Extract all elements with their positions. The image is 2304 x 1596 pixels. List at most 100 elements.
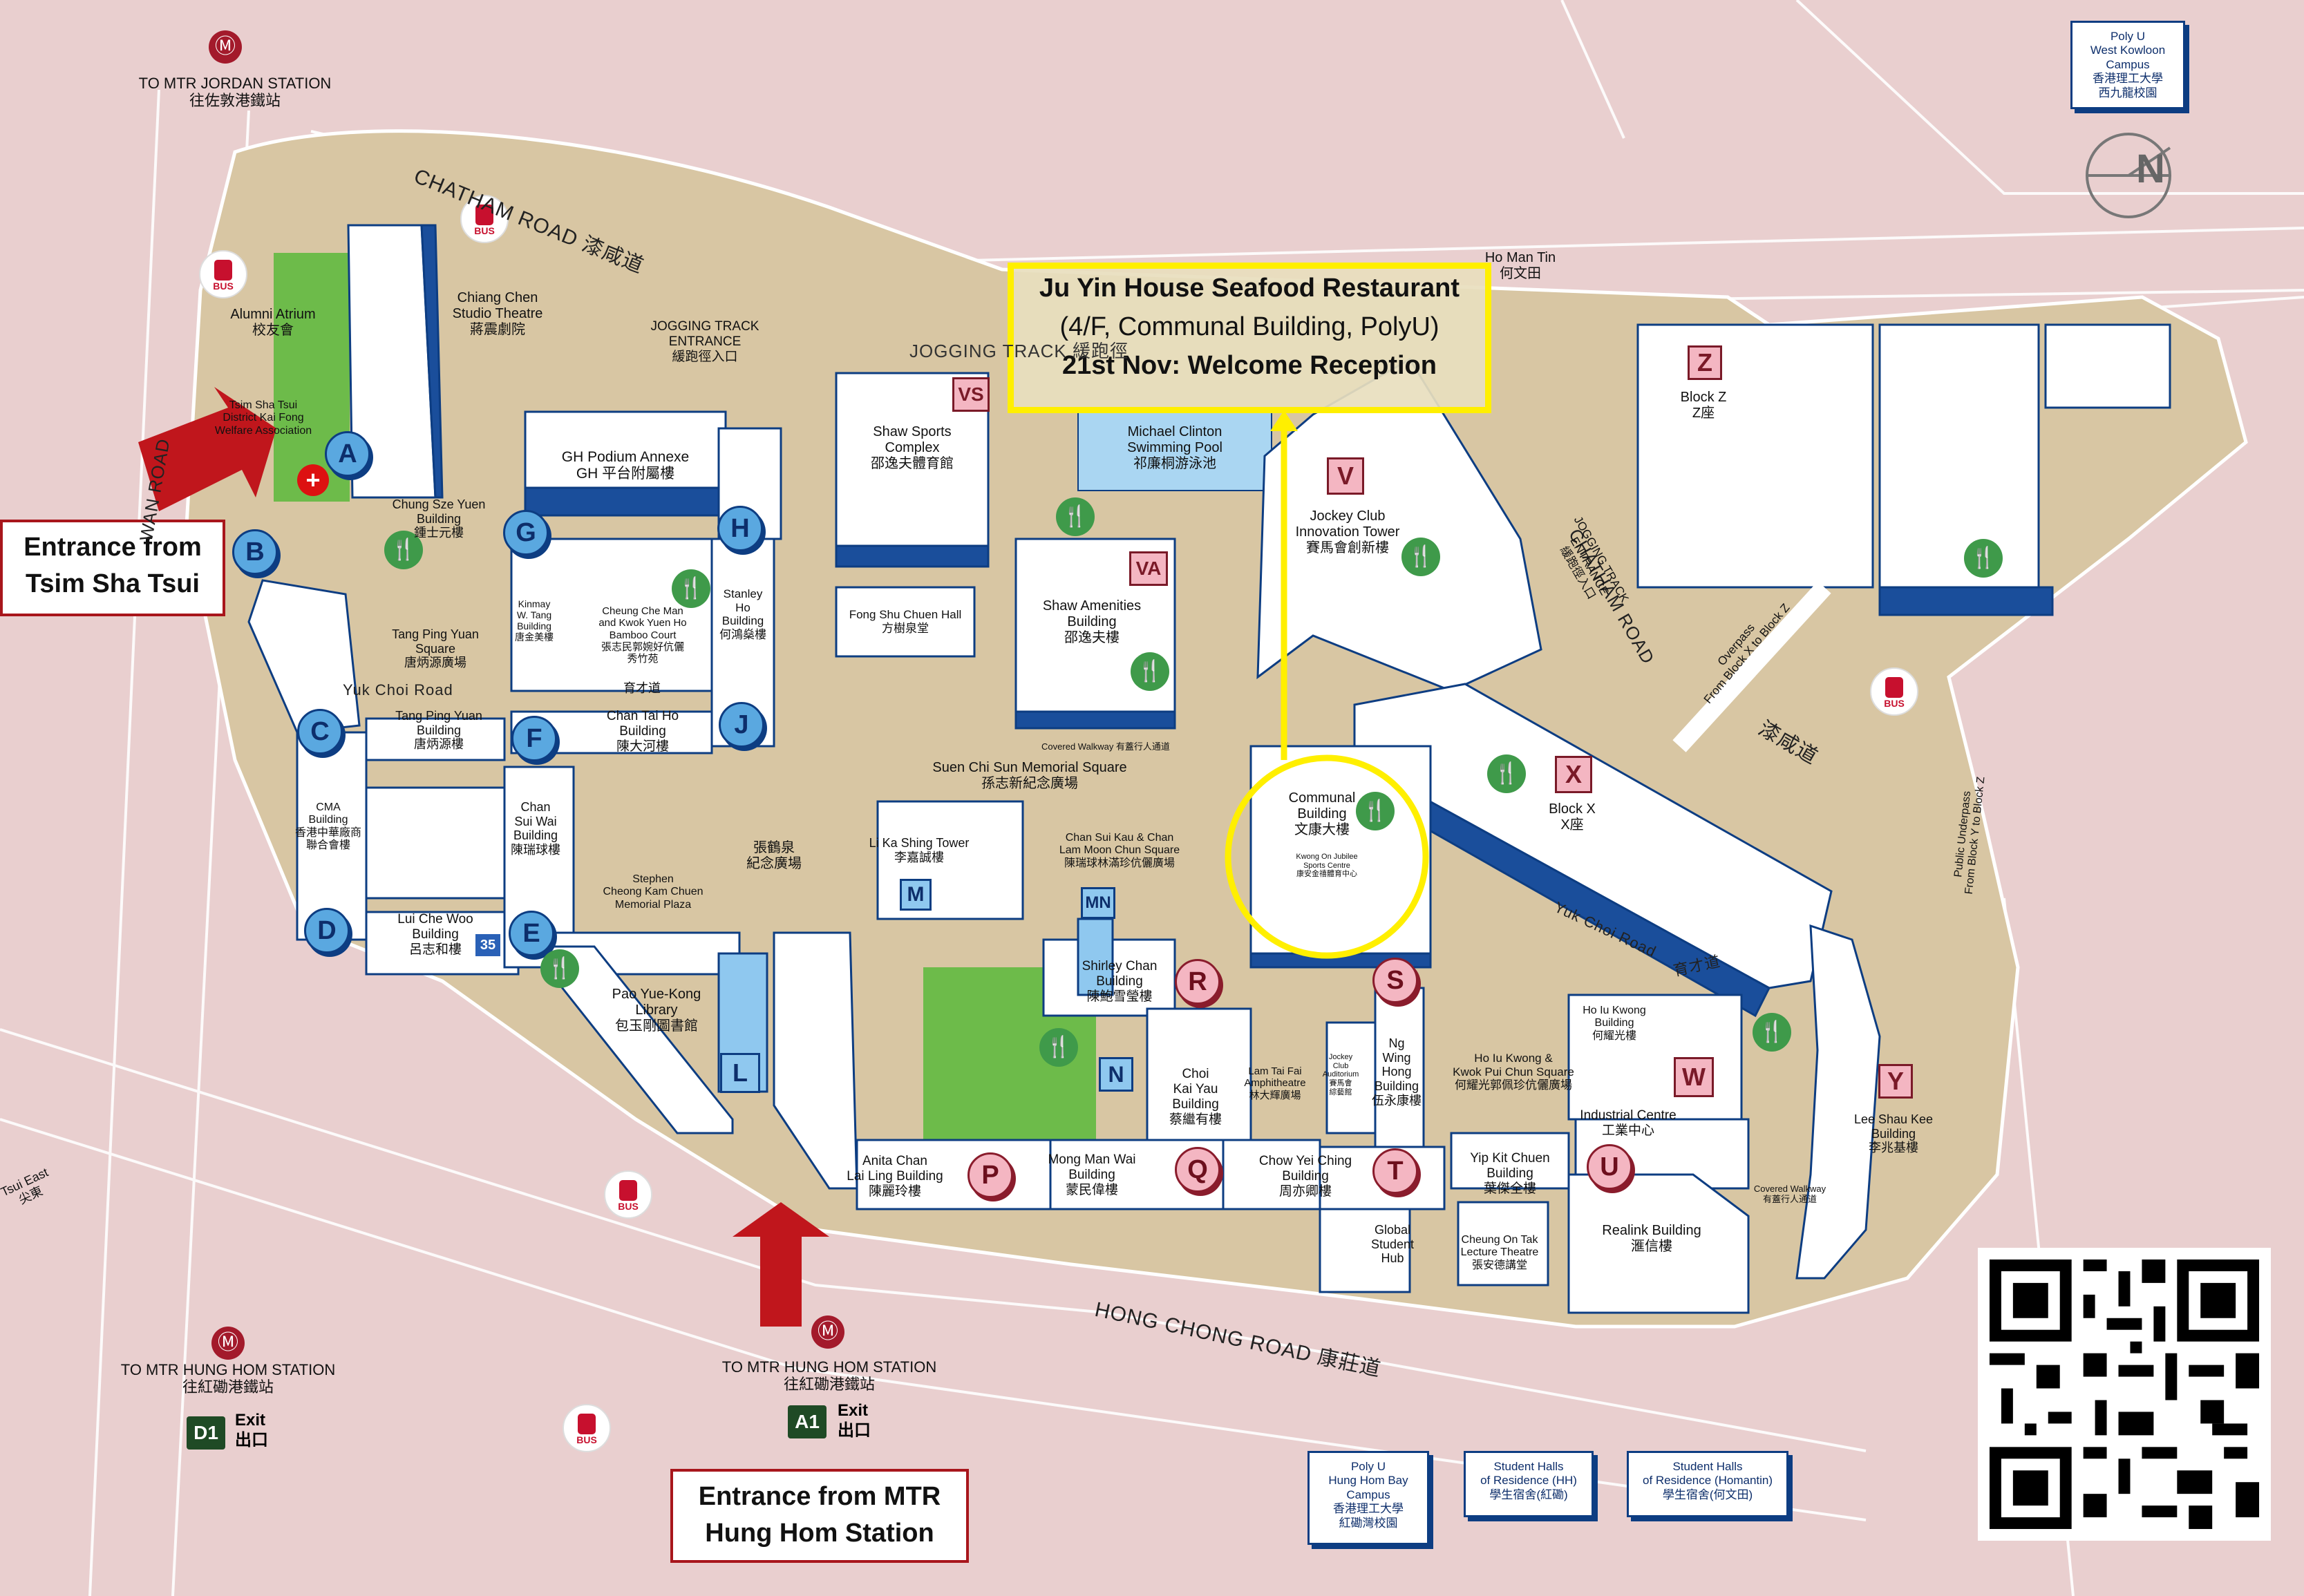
bus-icon: BUS: [460, 195, 509, 243]
label-covered-walkway-right: Covered Walkway 有蓋行人通道: [1753, 1184, 1826, 1204]
first-aid-icon: +: [297, 464, 329, 496]
exit-d1: D1: [187, 1416, 225, 1450]
label-jockey-auditorium: Jockey Club Auditorium 賽馬會 綜藝館: [1322, 1053, 1359, 1096]
label-fong-shu-chuen: Fong Shu Chuen Hall 方樹泉堂: [849, 608, 962, 635]
marker-F[interactable]: F: [511, 716, 557, 761]
marker-L[interactable]: L: [720, 1053, 760, 1093]
label-block-x: Block X X座: [1549, 801, 1596, 833]
label-pao-yue-kong: Pao Yue-Kong Library 包玉剛圖書館: [612, 987, 701, 1034]
label-covered-walkway: Covered Walkway 有蓋行人通道: [1041, 741, 1170, 752]
label-yuk-choi-cn-left: 育才道: [623, 681, 661, 695]
label-tang-ping-yuan-building: Tang Ping Yuan Building 唐炳源樓: [395, 709, 482, 752]
label-li-ka-shing: Li Ka Shing Tower 李嘉誠樓: [869, 836, 970, 864]
marker-Z[interactable]: Z: [1688, 345, 1722, 380]
mtr-icon: Ⓜ: [211, 1327, 245, 1360]
infobox-halls-hh[interactable]: Student Halls of Residence (HH) 學生宿舍(紅磡): [1464, 1451, 1594, 1517]
marker-A[interactable]: A: [325, 431, 370, 477]
label-industrial-centre: Industrial Centre 工業中心: [1580, 1108, 1677, 1138]
dining-icon: 🍴: [1039, 1028, 1078, 1067]
label-chung-sze-yuen: Chung Sze Yuen Building 鍾士元樓: [392, 497, 486, 540]
marker-N[interactable]: N: [1099, 1057, 1133, 1092]
marker-M[interactable]: M: [900, 879, 932, 911]
label-lam-tai-fai: Lam Tai Fai Amphitheatre 林大輝廣場: [1244, 1065, 1306, 1101]
marker-Q[interactable]: Q: [1175, 1147, 1220, 1193]
dining-icon: 🍴: [540, 949, 579, 988]
dining-icon: 🍴: [672, 569, 710, 608]
marker-T[interactable]: T: [1372, 1148, 1418, 1194]
event-callout: Ju Yin House Seafood Restaurant (4/F, Co…: [1008, 263, 1491, 413]
callout-restaurant: Ju Yin House Seafood Restaurant: [1039, 274, 1460, 303]
marker-MN[interactable]: MN: [1081, 887, 1115, 919]
bus-icon: BUS: [199, 250, 247, 298]
marker-VS[interactable]: VS: [952, 377, 990, 412]
dining-icon: 🍴: [1131, 652, 1169, 691]
label-ho-iu-kwong: Ho Iu Kwong Building 何耀光樓: [1583, 1005, 1646, 1042]
label-michael-clinton: Michael Clinton Swimming Pool 祁廉桐游泳池: [1127, 424, 1222, 471]
label-cma: CMA Building 香港中華廠商 聯合會樓: [294, 801, 361, 852]
label-cheung-on-tak: Cheung On Tak Lecture Theatre 張安德講堂: [1460, 1234, 1539, 1271]
marker-X[interactable]: X: [1555, 756, 1592, 793]
label-chan-tai-ho: Chan Tai Ho Building 陳大河樓: [606, 709, 679, 754]
marker-G[interactable]: G: [503, 510, 549, 555]
exit-d1-label: Exit 出口: [235, 1411, 268, 1450]
marker-E[interactable]: E: [509, 911, 554, 956]
bus-icon: BUS: [604, 1170, 652, 1219]
marker-VA[interactable]: VA: [1129, 551, 1168, 586]
label-jockey-innovation: Jockey Club Innovation Tower 賽馬會創新樓: [1295, 509, 1400, 555]
label-chan-sui-wai: Chan Sui Wai Building 陳瑞球樓: [511, 800, 560, 857]
dining-icon: 🍴: [1356, 792, 1395, 830]
label-stephen-cheong: Stephen Cheong Kam Chuen Memorial Plaza: [603, 873, 704, 911]
hunghom-station-left-label: TO MTR HUNG HOM STATION 往紅磡港鐵站: [120, 1361, 336, 1396]
infobox-hung-hom-bay[interactable]: Poly U Hung Hom Bay Campus 香港理工大學 紅磡灣校園: [1307, 1451, 1429, 1545]
label-kinmay: Kinmay W. Tang Building 唐金美樓: [515, 598, 554, 643]
jogging-track-label: JOGGING TRACK 緩跑徑: [909, 341, 1129, 361]
label-shaw-amenities: Shaw Amenities Building 邵逸夫樓: [1042, 598, 1142, 645]
marker-H[interactable]: H: [717, 506, 763, 551]
infobox-halls-homantin[interactable]: Student Halls of Residence (Homantin) 學生…: [1627, 1451, 1788, 1517]
bus-icon: BUS: [563, 1404, 611, 1452]
dining-icon: 🍴: [384, 531, 423, 569]
marker-S[interactable]: S: [1372, 958, 1418, 1003]
marker-D[interactable]: D: [304, 908, 350, 953]
mtr-icon: Ⓜ: [209, 30, 242, 64]
marker-J[interactable]: J: [719, 702, 764, 748]
mtr-icon: Ⓜ: [811, 1315, 844, 1349]
label-choi-kai-yau: Choi Kai Yau Building 蔡繼有樓: [1169, 1067, 1222, 1127]
label-chan-sui-kau: Chan Sui Kau & Chan Lam Moon Chun Square…: [1059, 832, 1180, 869]
marker-V[interactable]: V: [1327, 457, 1364, 495]
marker-Y[interactable]: Y: [1878, 1064, 1913, 1099]
marker-P[interactable]: P: [967, 1152, 1013, 1198]
label-anita-chan: Anita Chan Lai Ling Building 陳麗玲樓: [847, 1154, 943, 1199]
marker-W[interactable]: W: [1674, 1057, 1714, 1097]
label-chiang-chen: Chiang Chen Studio Theatre 蔣震劇院: [452, 290, 543, 337]
north-label: N: [2136, 146, 2165, 191]
dining-icon: 🍴: [1056, 497, 1095, 536]
label-ho-iu-kwong-square: Ho Iu Kwong & Kwok Pui Chun Square 何耀光郭佩…: [1453, 1052, 1574, 1092]
label-shirley-chan: Shirley Chan Building 陳鮑雪瑩樓: [1082, 959, 1158, 1004]
qr-code[interactable]: [1978, 1248, 2271, 1541]
label-chow-yei-ching: Chow Yei Ching Building 周亦卿樓: [1258, 1154, 1352, 1199]
marker-B[interactable]: B: [232, 529, 278, 575]
label-gh-podium: GH Podium Annexe GH 平台附屬樓: [561, 449, 690, 482]
road-yuk-choi-left: Yuk Choi Road: [343, 681, 453, 699]
label-suen-chi-sun: Suen Chi Sun Memorial Square 孫志新紀念廣場: [932, 760, 1127, 791]
exit-a1-label: Exit 出口: [838, 1401, 871, 1440]
bus-icon: BUS: [1870, 667, 1918, 716]
label-global-student-hub: Global Student Hub: [1370, 1223, 1415, 1266]
label-yip-kit-chuen: Yip Kit Chuen Building 葉傑全樓: [1470, 1151, 1550, 1196]
jordan-station-label: TO MTR JORDAN STATION 往佐敦港鐵站: [138, 75, 332, 110]
dining-icon: 🍴: [1753, 1013, 1791, 1052]
label-communal-building: Communal Building 文康大樓: [1288, 790, 1356, 837]
marker-U[interactable]: U: [1587, 1144, 1632, 1190]
exit-a1: A1: [788, 1405, 827, 1438]
marker-C[interactable]: C: [297, 709, 343, 754]
label-lee-shau-kee: Lee Shau Kee Building 李兆基樓: [1853, 1112, 1934, 1155]
marker-R[interactable]: R: [1175, 959, 1220, 1005]
callout-location: (4/F, Communal Building, PolyU): [1059, 312, 1439, 341]
dining-icon: 🍴: [1401, 538, 1440, 576]
infobox-west-kowloon[interactable]: Poly U West Kowloon Campus 香港理工大學 西九龍校園: [2070, 21, 2185, 109]
hunghom-station-mid-label: TO MTR HUNG HOM STATION 往紅磡港鐵站: [721, 1358, 937, 1394]
callout-event: 21st Nov: Welcome Reception: [1061, 351, 1437, 380]
label-realink: Realink Building 滙信樓: [1602, 1223, 1701, 1254]
